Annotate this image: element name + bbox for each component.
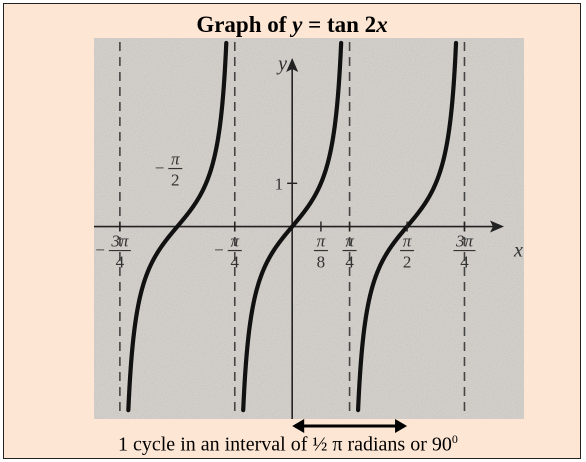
tick-sign: − bbox=[214, 241, 224, 260]
title-var2: x bbox=[376, 12, 388, 37]
tick-denominator: 4 bbox=[345, 253, 354, 272]
y-axis-arrow bbox=[286, 58, 299, 72]
x-axis-label: x bbox=[513, 240, 523, 262]
caption-main: 1 cycle in an interval of ½ π radians or… bbox=[118, 433, 452, 456]
interval-caption: 1 cycle in an interval of ½ π radians or… bbox=[118, 432, 458, 457]
tick-numerator: π bbox=[403, 232, 412, 251]
tick-denominator: 2 bbox=[403, 253, 412, 272]
plot-area bbox=[94, 38, 524, 419]
title-prefix: Graph of bbox=[196, 12, 293, 37]
x-tick-label: 3π4 bbox=[453, 232, 476, 272]
x-tick-label-upper: −π 2 bbox=[155, 150, 183, 190]
x-tick-label: π2 bbox=[400, 232, 415, 272]
y-axis-label: y bbox=[276, 53, 287, 75]
tick-numerator: π bbox=[171, 150, 180, 169]
tick-numerator: π bbox=[345, 232, 354, 251]
x-axis-arrow bbox=[490, 220, 504, 233]
tick-numerator: π bbox=[231, 232, 240, 251]
tick-denominator: 8 bbox=[317, 253, 326, 272]
chart-title: Graph of y = tan 2x bbox=[4, 12, 580, 38]
tick-sign: − bbox=[95, 241, 105, 260]
x-tick-label: π8 bbox=[313, 232, 328, 272]
tick-numerator: 3π bbox=[110, 232, 129, 251]
interval-arrow-right bbox=[395, 419, 408, 433]
title-var: y bbox=[292, 12, 303, 37]
tan-branch bbox=[241, 40, 344, 413]
title-eq: = tan 2 bbox=[302, 12, 377, 37]
caption-degree: 0 bbox=[451, 432, 458, 446]
tick-denominator: 2 bbox=[171, 171, 180, 190]
tan-branch bbox=[126, 40, 229, 413]
tick-denominator: 4 bbox=[460, 253, 469, 272]
tick-numerator: 3π bbox=[455, 232, 474, 251]
y-tick-label: 1 bbox=[275, 174, 284, 193]
x-tick-label: −3π 4 bbox=[95, 232, 131, 272]
tick-sign: − bbox=[155, 159, 165, 178]
tick-numerator: π bbox=[317, 232, 326, 251]
tick-denominator: 4 bbox=[116, 253, 125, 272]
x-tick-label: π4 bbox=[342, 232, 357, 272]
interval-arrow-left bbox=[292, 419, 305, 433]
tick-denominator: 4 bbox=[231, 253, 240, 272]
x-tick-label: −π 4 bbox=[214, 232, 242, 272]
